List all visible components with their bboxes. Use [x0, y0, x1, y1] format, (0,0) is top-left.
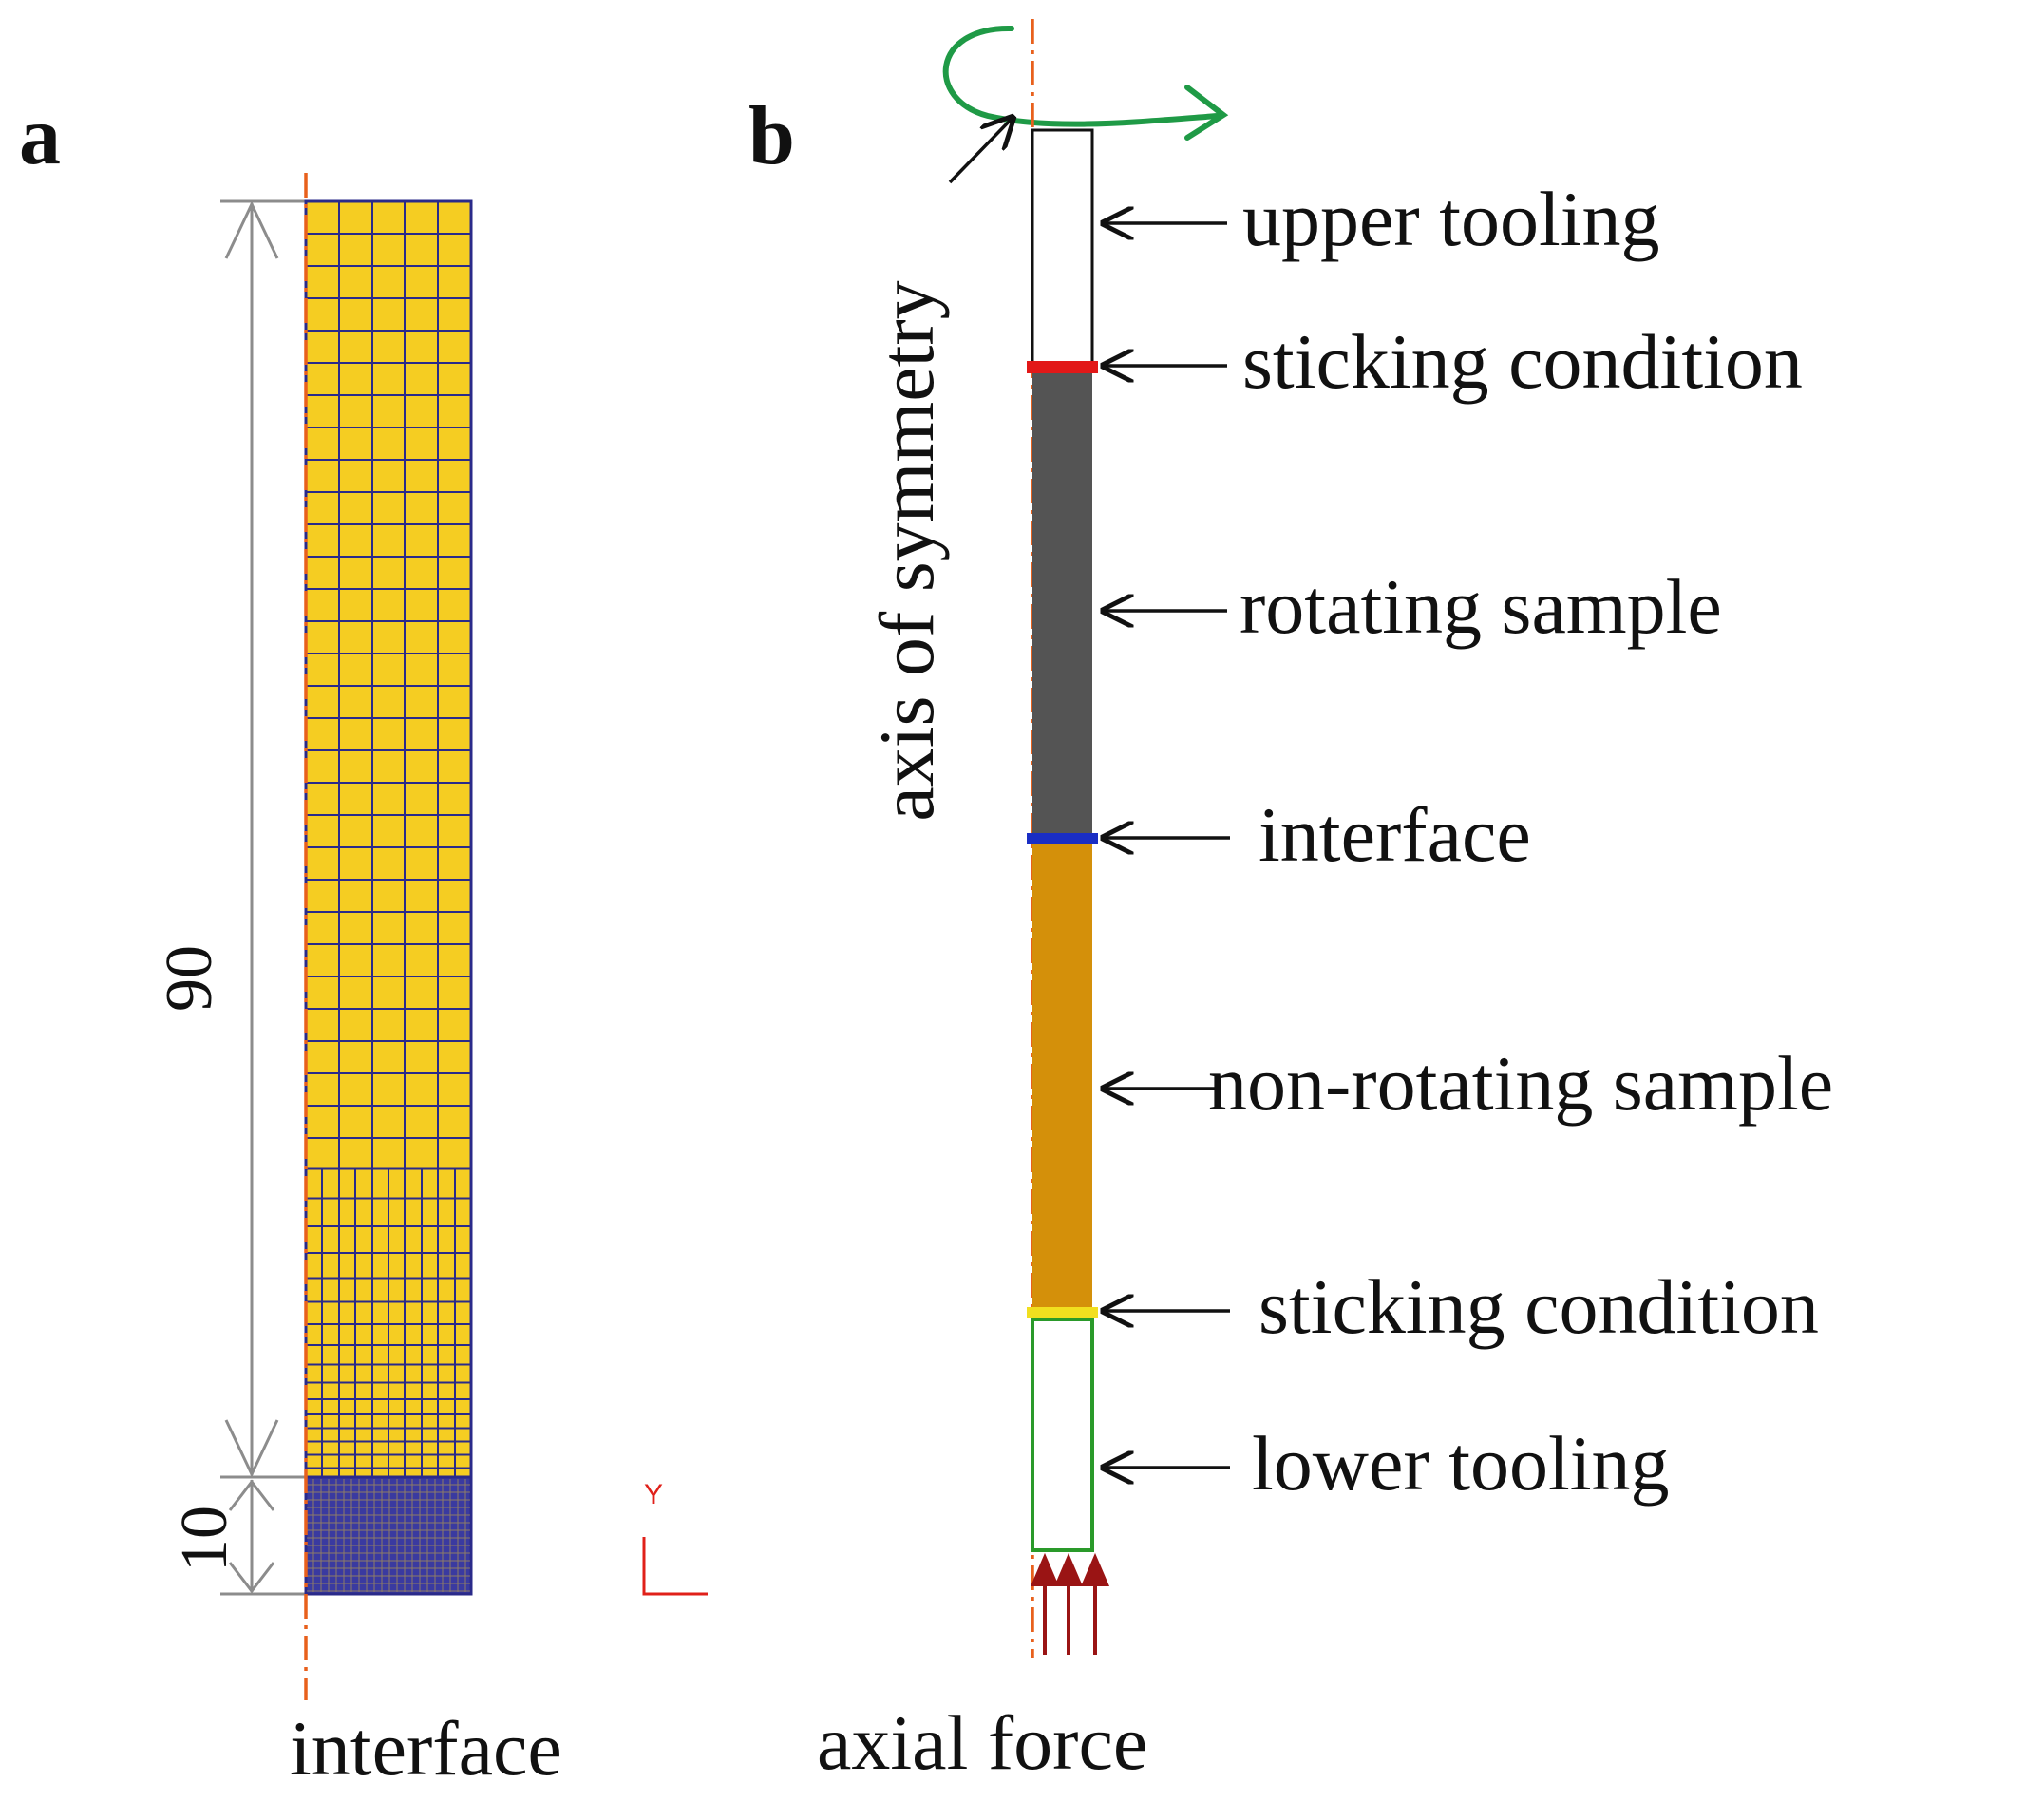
sticking-condition-bottom — [1027, 1307, 1098, 1318]
panel-b: b axis of symmetry — [748, 19, 1833, 1786]
dimension-lines — [220, 199, 306, 1596]
axis-of-symmetry-label: axis of symmetry — [863, 280, 950, 821]
rotation-arrow — [942, 25, 1229, 141]
callout-sticking-condition-bottom: sticking condition — [1259, 1263, 1819, 1350]
y-axis-label: Y — [644, 1479, 663, 1510]
fine-mesh-lines — [307, 1479, 470, 1592]
dimension-upper-label: 90 — [153, 945, 226, 1012]
callout-sticking-condition-top: sticking condition — [1242, 318, 1803, 405]
lower-tooling — [1031, 1318, 1094, 1552]
callout-upper-tooling: upper tooling — [1242, 176, 1660, 262]
callout-arrows — [1104, 223, 1230, 1468]
panel-a-bottom-label: interface — [290, 1705, 562, 1792]
dimension-lower-label: 10 — [168, 1506, 241, 1572]
fine-mesh-region — [304, 1475, 473, 1596]
panel-a-label: a — [19, 90, 61, 182]
rotating-sample — [1032, 368, 1092, 839]
mesh-model — [304, 199, 473, 1596]
callout-interface: interface — [1259, 791, 1531, 878]
coarse-mesh-lines — [306, 201, 471, 1477]
coordinate-axes: Y — [642, 1479, 708, 1596]
callout-non-rotating-sample: non-rotating sample — [1208, 1040, 1833, 1127]
callout-rotating-sample: rotating sample — [1240, 563, 1722, 650]
panel-b-label: b — [748, 90, 795, 182]
callout-lower-tooling: lower tooling — [1252, 1420, 1670, 1507]
sticking-condition-top — [1027, 361, 1098, 373]
interface-line — [1027, 833, 1098, 844]
panel-b-bottom-label: axial force — [817, 1699, 1147, 1786]
axial-force-arrows — [1030, 1552, 1110, 1655]
axis-pointer-arrow — [948, 118, 1013, 184]
upper-tooling — [1031, 128, 1094, 370]
non-rotating-sample — [1032, 839, 1092, 1314]
panel-a: a 90 10 Y interface — [19, 90, 708, 1792]
